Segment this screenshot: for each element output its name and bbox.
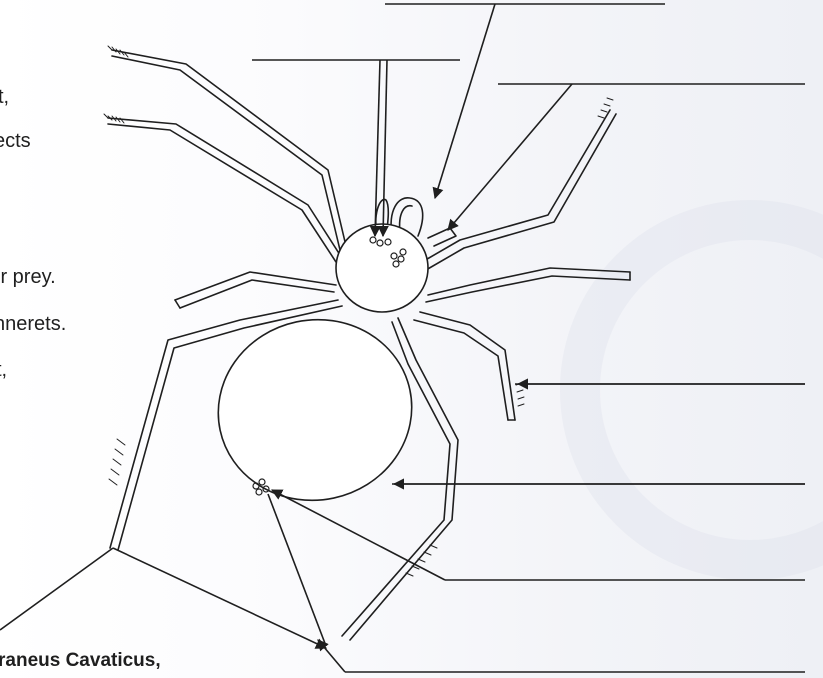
pointer-spinneret-to-leg xyxy=(268,494,326,646)
spider-leg-left-2 xyxy=(104,114,342,262)
spider-cephalothorax xyxy=(336,224,428,312)
spider-leg-right-2 xyxy=(426,268,630,302)
spider-abdomen xyxy=(201,302,428,518)
pointer-top-left-b xyxy=(383,60,387,236)
pointer-top-right xyxy=(448,84,572,230)
pointer-top-center xyxy=(435,4,495,198)
blank-line-bottom-left[interactable] xyxy=(0,548,113,630)
pointer-bottom-right xyxy=(318,640,345,672)
spider-leg-left-3 xyxy=(175,272,336,308)
pointer-spinnerets xyxy=(272,490,445,580)
spider-leg-left-1 xyxy=(108,46,346,250)
spider-leg-right-1 xyxy=(422,98,616,270)
spider-leg-right-3 xyxy=(414,312,524,420)
